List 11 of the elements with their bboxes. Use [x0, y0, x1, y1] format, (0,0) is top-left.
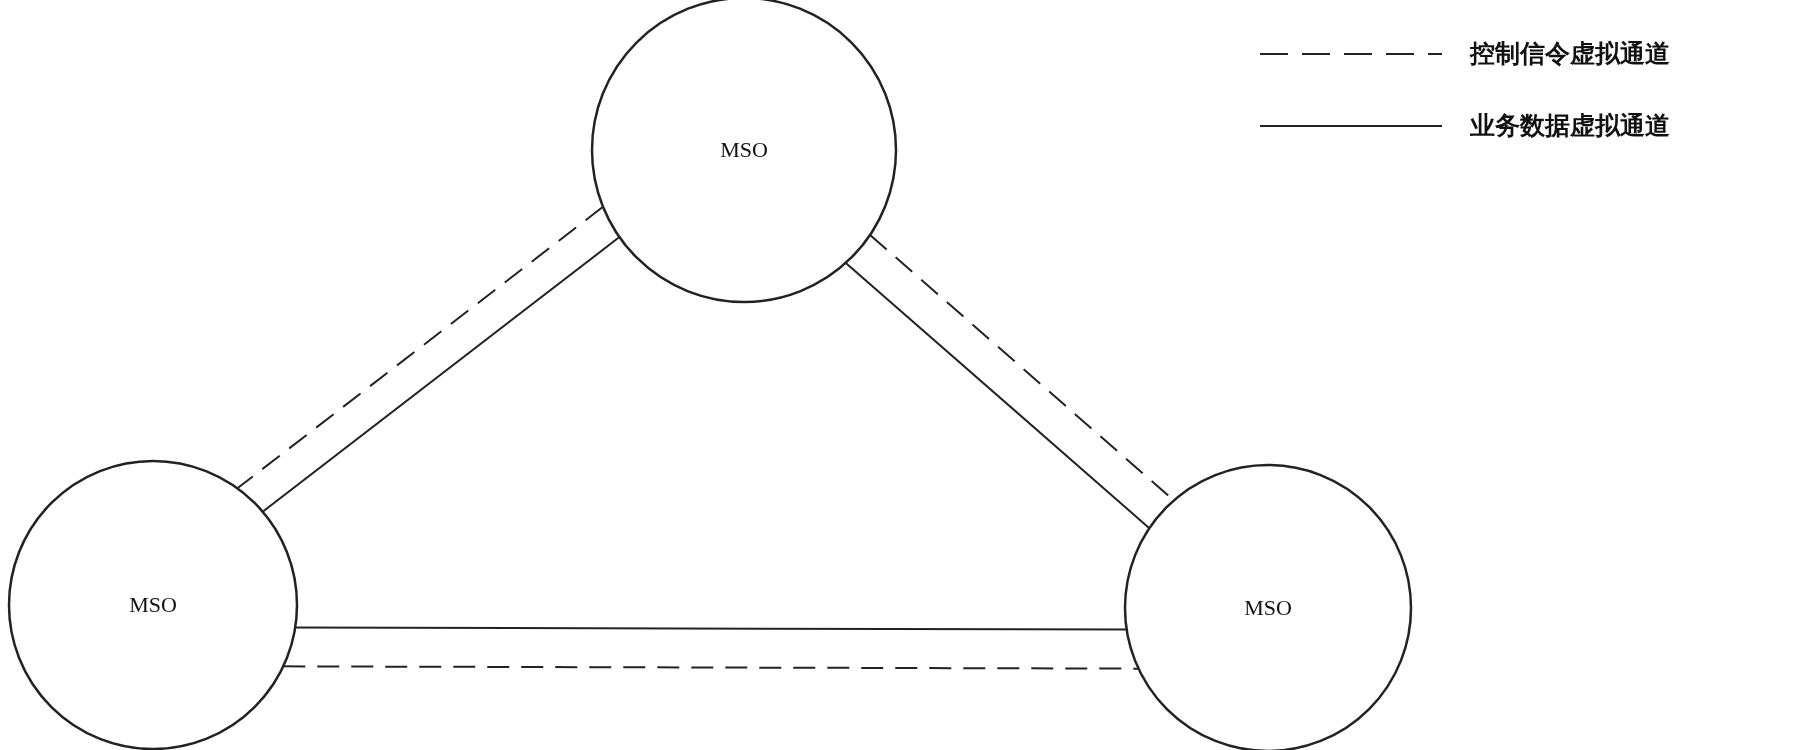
legend-text: 业务数据虚拟通道 — [1470, 110, 1670, 142]
connector-line — [261, 236, 621, 513]
connector-line — [844, 261, 1151, 530]
legend-text: 控制信令虚拟通道 — [1470, 38, 1670, 70]
connector-line — [236, 205, 604, 490]
circle-label: MSO — [1244, 595, 1292, 621]
connector-line — [294, 626, 1128, 631]
node-circle — [7, 459, 299, 750]
connector-line — [282, 665, 1140, 670]
circle-label: MSO — [129, 592, 177, 618]
circle-label: MSO — [720, 137, 768, 163]
